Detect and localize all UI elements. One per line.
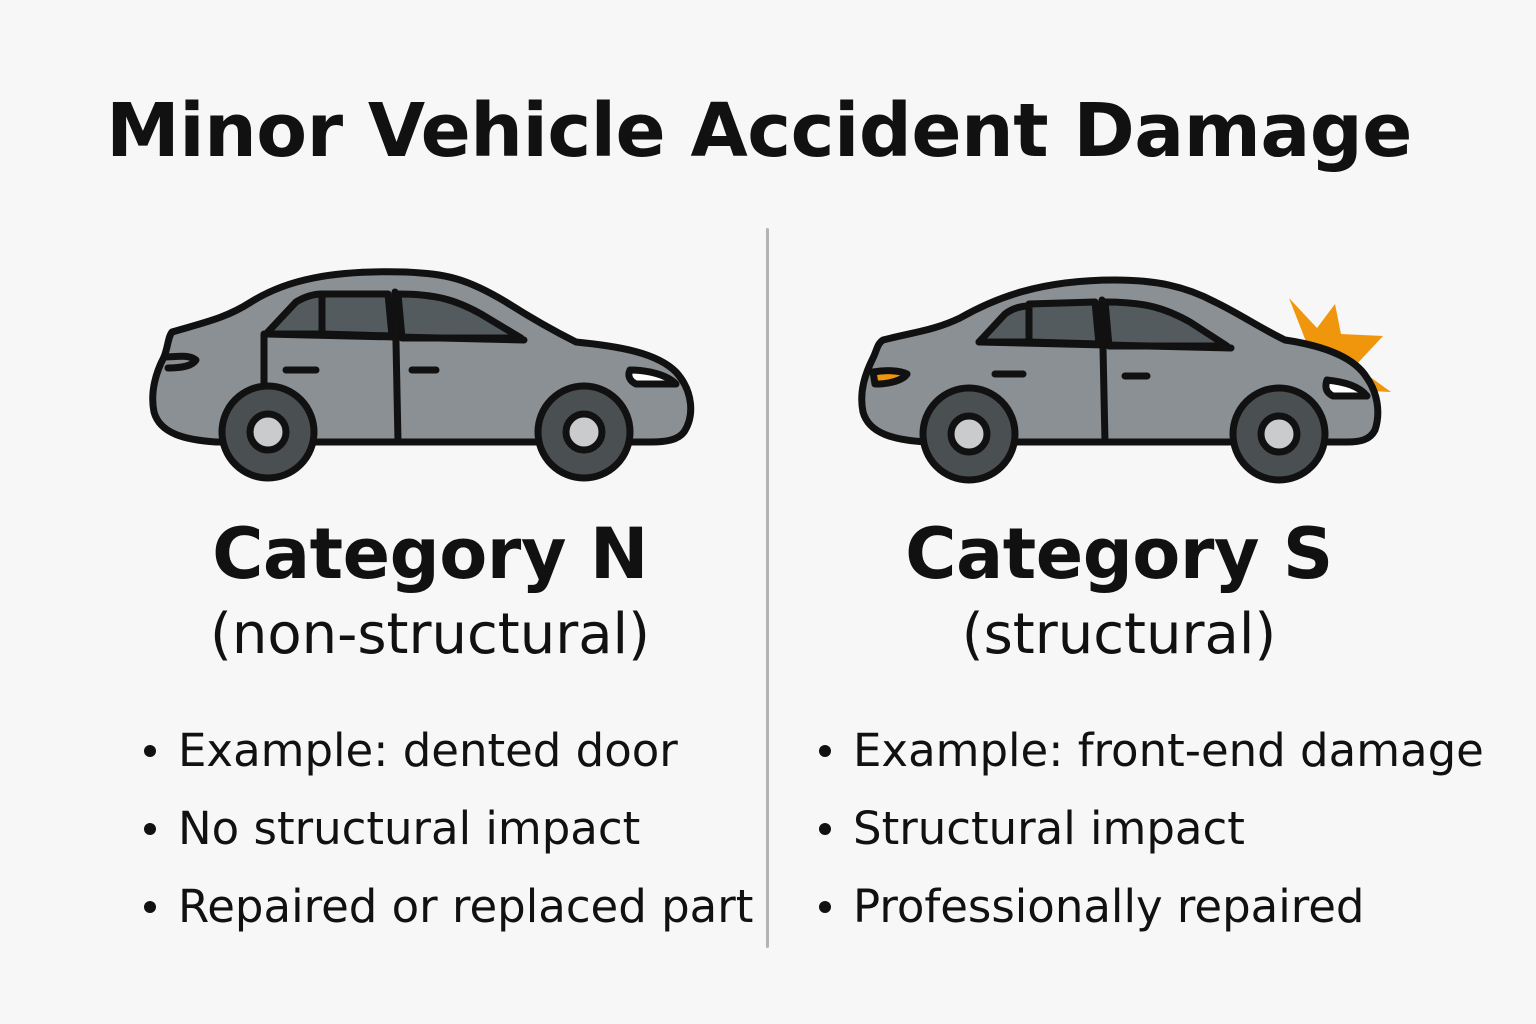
car-icon (146, 262, 706, 492)
list-item: Example: dented door (144, 712, 753, 790)
category-s-bullet-list: Example: front-end damage Structural imp… (819, 712, 1484, 946)
bullet-icon (144, 745, 156, 757)
damaged-car-icon (855, 262, 1415, 492)
category-n-subheading: (non-structural) (210, 602, 650, 667)
category-n-bullet-list: Example: dented door No structural impac… (144, 712, 753, 946)
category-n-panel: Category N (non-structural) Example: den… (0, 0, 766, 1024)
bullet-icon (819, 823, 831, 835)
category-s-subheading: (structural) (961, 602, 1277, 667)
list-item: No structural impact (144, 790, 753, 868)
bullet-icon (819, 745, 831, 757)
category-n-heading: Category N (212, 513, 648, 595)
list-item: Repaired or replaced part (144, 868, 753, 946)
category-s-panel: Category S (structural) Example: front-e… (769, 0, 1536, 1024)
bullet-icon (819, 901, 831, 913)
bullet-icon (144, 823, 156, 835)
impact-burst-icon (1289, 298, 1391, 392)
list-item: Professionally repaired (819, 868, 1484, 946)
page-title: Minor Vehicle Accident Damage (106, 88, 1412, 174)
list-item: Structural impact (819, 790, 1484, 868)
bullet-icon (144, 901, 156, 913)
category-s-heading: Category S (905, 513, 1333, 595)
column-divider (766, 228, 769, 948)
list-item: Example: front-end damage (819, 712, 1484, 790)
